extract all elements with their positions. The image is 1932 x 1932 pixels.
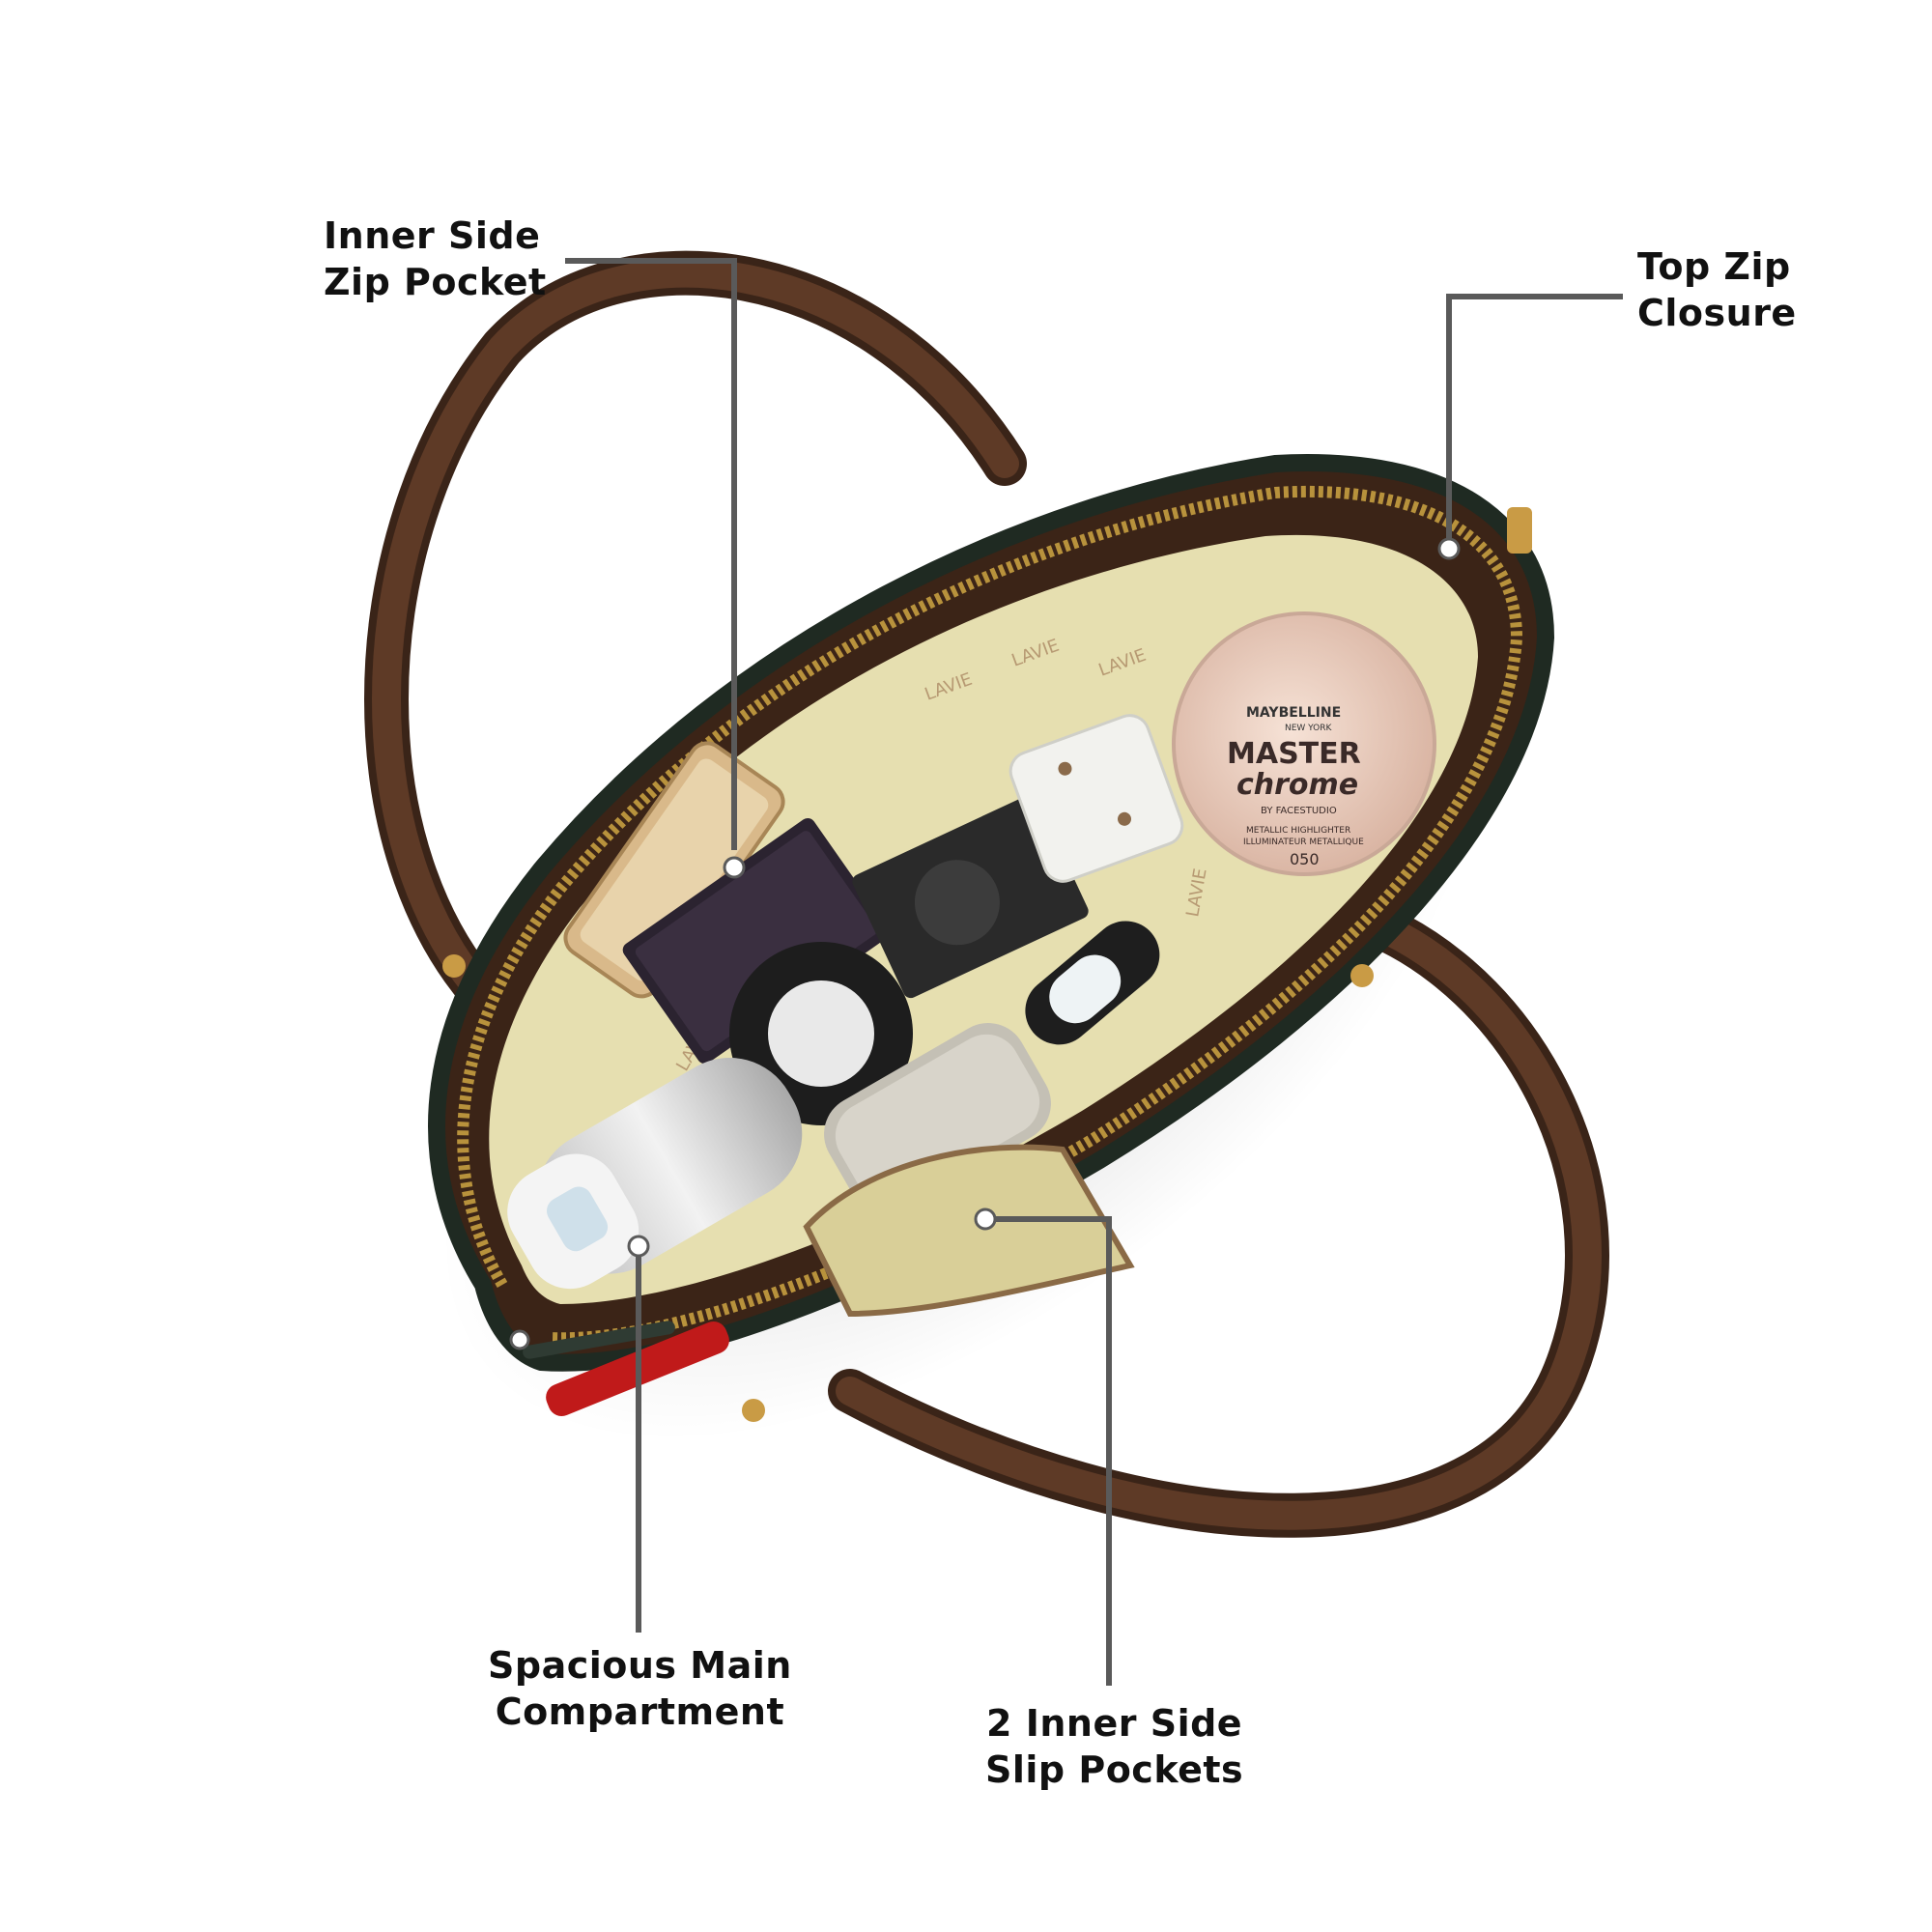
white-charger — [1009, 714, 1184, 883]
hardware-stud-3 — [742, 1399, 765, 1422]
highlighter-compact: MAYBELLINE NEW YORK MASTER chrome BY FAC… — [1172, 611, 1436, 876]
callout-inner-side-slip-pockets: 2 Inner Side Slip Pockets — [985, 1702, 1244, 1791]
dark-notebook — [622, 817, 891, 1065]
point-slip — [974, 1208, 997, 1231]
leader-lines — [565, 258, 1623, 1686]
compact-line1: MASTER — [1227, 737, 1361, 771]
slip-pocket — [803, 1144, 1135, 1318]
compact-brand: MAYBELLINE — [1246, 705, 1341, 721]
callout-top-zip-closure: Top Zip Closure — [1637, 245, 1797, 334]
small-bottle — [1025, 921, 1160, 1045]
compact-shade: 050 — [1290, 850, 1320, 868]
callout-inner-side-zip-pocket: Inner Side Zip Pocket — [324, 214, 547, 303]
compact-desc1: METALLIC HIGHLIGHTER — [1246, 826, 1350, 836]
leader-slip — [985, 1216, 1112, 1686]
point-inner-zip — [723, 856, 746, 879]
point-top-zip — [1437, 537, 1461, 560]
water-bottle — [507, 1058, 803, 1290]
leader-inner-zip — [565, 258, 737, 850]
black-box — [852, 794, 1089, 999]
compact-line2: chrome — [1236, 768, 1358, 802]
hardware-stud-2 — [1350, 964, 1374, 987]
hardware-stud-1 — [442, 954, 466, 978]
leader-top-zip — [1446, 294, 1623, 541]
point-main — [627, 1235, 650, 1258]
tin-can — [824, 1023, 1051, 1215]
compact-subbrand: NEW YORK — [1285, 724, 1333, 733]
compact-desc2: ILLUMINATEUR METALLIQUE — [1243, 838, 1364, 847]
compact-by: BY FACESTUDIO — [1261, 806, 1337, 816]
zip-puller — [1507, 507, 1532, 554]
point-pen — [509, 1329, 530, 1350]
callout-spacious-main-compartment: Spacious Main Compartment — [488, 1644, 792, 1733]
